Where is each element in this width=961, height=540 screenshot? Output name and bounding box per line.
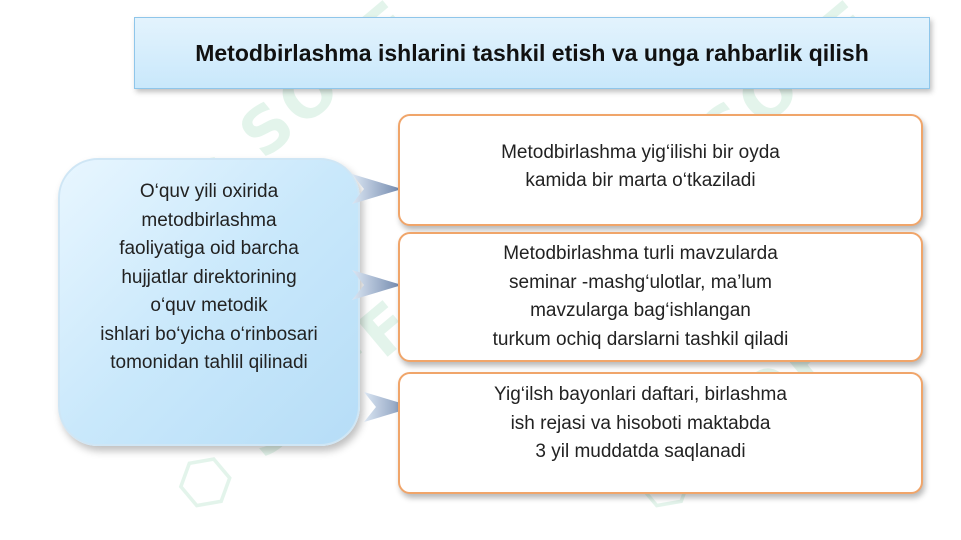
info-box-records: Yig‘ilsh bayonlari daftari, birlashma is… — [398, 372, 923, 494]
watermark-logo-icon: ⬡ — [160, 433, 254, 529]
page-title: Metodbirlashma ishlarini tashkil etish v… — [195, 40, 869, 66]
chevron-arrow-icon — [364, 392, 414, 422]
source-box: O‘quv yili oxirida metodbirlashma faoliy… — [58, 158, 360, 446]
info-box-text: Metodbirlashma turli mavzularda seminar … — [492, 243, 789, 350]
title-banner: Metodbirlashma ishlarini tashkil etish v… — [134, 17, 930, 89]
info-box-text: Yig‘ilsh bayonlari daftari, birlashma is… — [494, 384, 787, 463]
info-box-seminars: Metodbirlashma turli mavzularda seminar … — [398, 232, 923, 362]
chevron-arrow-icon — [352, 270, 402, 300]
info-box-text: Metodbirlashma yig‘ilishi bir oyda kamid… — [501, 141, 780, 192]
source-box-text: O‘quv yili oxirida metodbirlashma faoliy… — [100, 180, 318, 374]
info-box-meeting-frequency: Metodbirlashma yig‘ilishi bir oyda kamid… — [398, 114, 923, 226]
chevron-arrow-icon — [352, 174, 402, 204]
